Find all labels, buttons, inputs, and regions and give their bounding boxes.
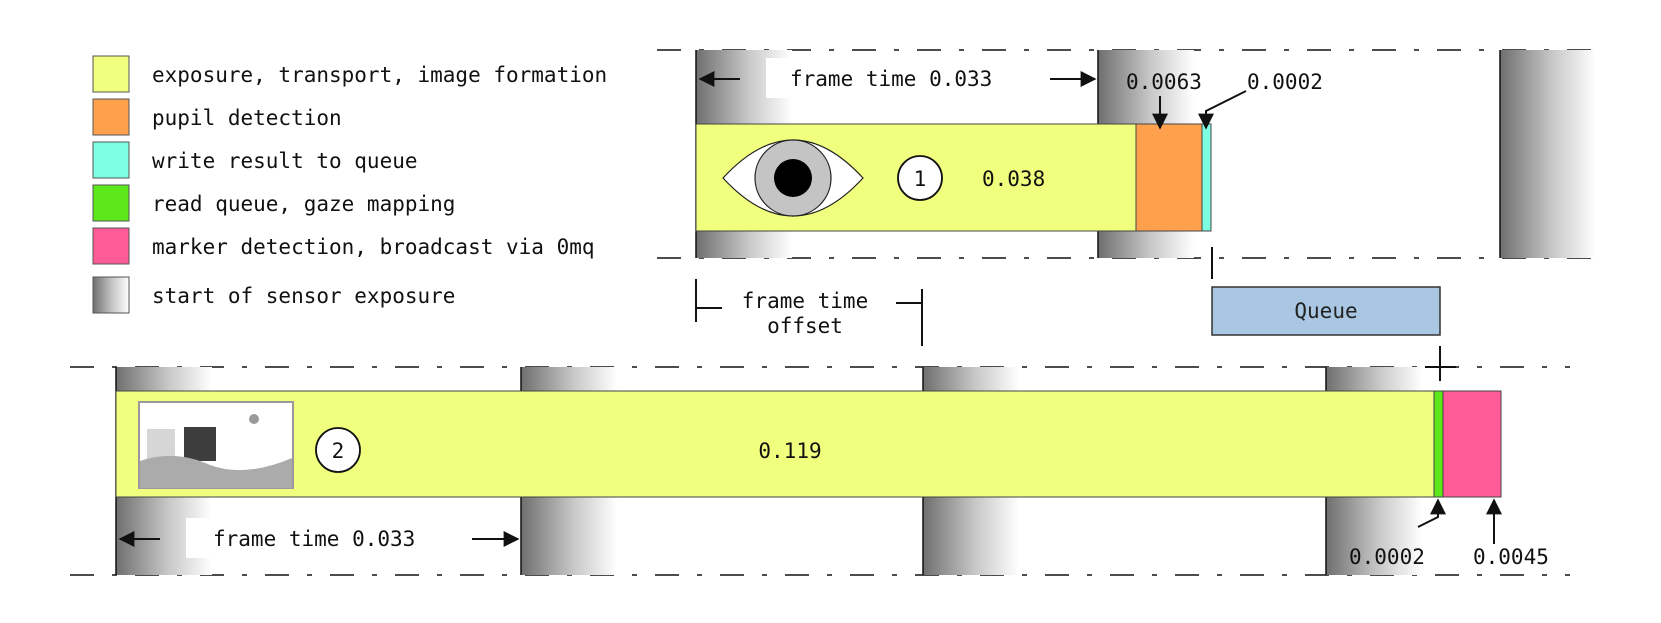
world-pipeline-number: 2 xyxy=(332,439,345,463)
world-read-duration-arrow xyxy=(1417,498,1446,528)
legend-swatch-read-queue xyxy=(92,184,130,222)
legend-swatch-marker xyxy=(92,227,130,265)
eye-frame-time-label: frame time 0.033 xyxy=(790,67,992,91)
eye-pipeline: frame time 0.033 1 0.038 0.0063 0.0002 xyxy=(657,49,1600,279)
legend-label-exposure: exposure, transport, image formation xyxy=(152,63,607,87)
legend-swatch-exposure xyxy=(92,55,130,93)
eye-write-duration-arrow xyxy=(1198,90,1247,130)
eye-icon xyxy=(722,139,864,217)
legend-item-pupil: pupil detection xyxy=(92,98,342,136)
eye-pupil-duration-label: 0.0063 xyxy=(1126,70,1202,94)
eye-exposure-marker-3 xyxy=(1500,50,1596,258)
legend-label-write-queue: write result to queue xyxy=(152,149,418,173)
world-main-duration: 0.119 xyxy=(758,439,821,463)
eye-write-duration-label: 0.0002 xyxy=(1247,70,1323,94)
legend-label-sensor-exposure: start of sensor exposure xyxy=(152,284,455,308)
legend-swatch-sensor-exposure xyxy=(92,276,130,314)
legend-label-read-queue: read queue, gaze mapping xyxy=(152,192,455,216)
legend-item-marker: marker detection, broadcast via 0mq xyxy=(92,227,595,265)
frame-time-offset: frame time offset xyxy=(695,279,923,346)
legend-swatch-pupil xyxy=(92,98,130,136)
legend-label-pupil: pupil detection xyxy=(152,106,342,130)
eye-frame-time-label-bg xyxy=(766,58,1036,98)
queue-label: Queue xyxy=(1294,299,1357,323)
world-frame-time-label: frame time 0.033 xyxy=(213,527,415,551)
world-read-duration-label: 0.0002 xyxy=(1349,545,1425,569)
eye-pupil-detection-bar xyxy=(1135,123,1203,232)
world-marker-detection-bar xyxy=(1442,390,1502,498)
eye-pipeline-number-badge xyxy=(897,155,943,201)
eye-write-queue-bar xyxy=(1201,123,1212,232)
eye-main-duration: 0.038 xyxy=(982,167,1045,191)
eye-pipeline-number: 1 xyxy=(914,167,927,191)
world-pipeline: 2 0.119 frame time 0.033 0.0002 0.0045 xyxy=(70,366,1570,576)
legend-item-write-queue: write result to queue xyxy=(92,141,418,179)
world-frame-time-label-bg xyxy=(186,518,476,558)
offset-label-line2: offset xyxy=(767,314,843,338)
legend-item-read-queue: read queue, gaze mapping xyxy=(92,184,455,222)
legend: exposure, transport, image formation pup… xyxy=(92,55,607,314)
queue-box: Queue xyxy=(1211,286,1456,381)
world-pipeline-number-badge xyxy=(315,427,361,473)
world-marker-duration-label: 0.0045 xyxy=(1473,545,1549,569)
legend-label-marker: marker detection, broadcast via 0mq xyxy=(152,235,595,259)
legend-item-sensor-exposure: start of sensor exposure xyxy=(92,276,455,314)
legend-swatch-write-queue xyxy=(92,141,130,179)
queue-rect xyxy=(1211,286,1441,336)
legend-item-exposure: exposure, transport, image formation xyxy=(92,55,607,93)
landscape-image-icon xyxy=(138,401,294,489)
world-read-queue-bar xyxy=(1433,390,1444,498)
offset-label-line1: frame time xyxy=(742,289,868,313)
